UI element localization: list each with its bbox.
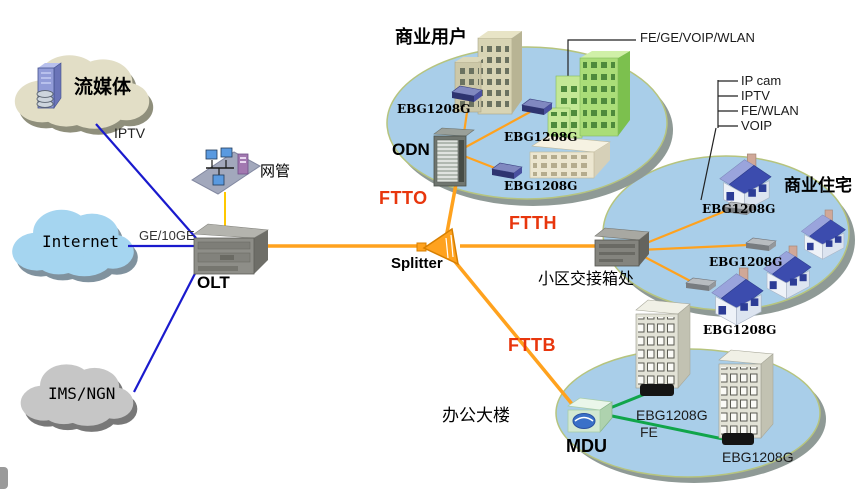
zone-business-homes-label: 商业住宅 [784,176,852,195]
internet-cloud-label: Internet [42,232,120,251]
server-tower-icon [237,153,249,175]
link-streaming-olt [95,123,197,239]
zone-business-users-label: 商业用户 [395,27,467,47]
mdu-label: MDU [566,436,607,456]
nms-label: 网管 [260,163,291,180]
link-mdu-building2-fe [611,414,729,442]
ge-10ge-link-label: GE/10GE [139,228,195,243]
tan-office-building [454,31,522,115]
ebg-label-z1a: EBG1208G [397,102,471,116]
callout-line-house [700,127,717,201]
callout-ipcam-label: IP cam [741,73,782,88]
ebg-label-z2c: EBG1208G [703,323,777,337]
link-cabinet-home3 [638,253,697,285]
ebg-device-building1 [640,384,674,396]
zone-office-building-label: 办公大楼 [442,406,510,425]
uplink-lines [95,123,203,393]
office-tower-1 [635,299,691,389]
streaming-cloud-label: 流媒体 [74,77,132,98]
street-cabinet [594,227,650,267]
nms-workstation [191,147,261,195]
ims-ngn-cloud-label: IMS/NGN [48,384,116,403]
odn-cabinet [433,127,475,187]
street-cabinet-label: 小区交接箱处 [538,271,635,288]
link-odn-switch2 [463,111,531,149]
media-server-icon [36,62,62,109]
ebg-label-z2a: EBG1208G [702,202,776,216]
link-splitter-mdu-fttb [450,256,574,406]
mdu-logo [572,413,596,429]
callout-fewlan-label: FE/WLAN [741,103,799,118]
olt-device [193,223,269,275]
callout-fege-label: FE/GE/VOIP/WLAN [640,30,755,45]
ebg-device-building2 [722,433,754,445]
monitor-icon [205,147,233,186]
window-edge-tab [0,467,8,489]
ftto-label: FTTO [379,188,428,208]
splitter-icon [416,227,459,266]
ftth-label: FTTH [509,213,557,233]
ebg-label-z2b: EBG1208G [709,255,783,269]
callout-iptv-label: IPTV [741,88,770,103]
cream-building [529,135,611,179]
link-splitter-odn-ftto [444,183,458,239]
fttb-label: FTTB [508,335,556,355]
fe-link-label: FE [640,424,658,440]
olt-label: OLT [197,273,230,292]
link-ims-olt [133,259,203,393]
fiber-trunk-lines [254,183,598,406]
iptv-link-label: IPTV [114,125,146,141]
ebg-label-z3a: EBG1208G [636,407,708,423]
odn-label: ODN [392,140,430,159]
mdu-device [567,397,613,433]
ebg-label-z3b: EBG1208G [722,449,794,465]
link-cabinet-home1 [638,208,729,248]
green-buildings [547,51,630,143]
splitter-label: Splitter [391,255,443,272]
ebg-label-z1c: EBG1208G [504,179,578,193]
link-cabinet-home2 [638,243,749,252]
ebg-label-z1b: EBG1208G [504,130,578,144]
callout-voip-label: VOIP [741,118,773,133]
